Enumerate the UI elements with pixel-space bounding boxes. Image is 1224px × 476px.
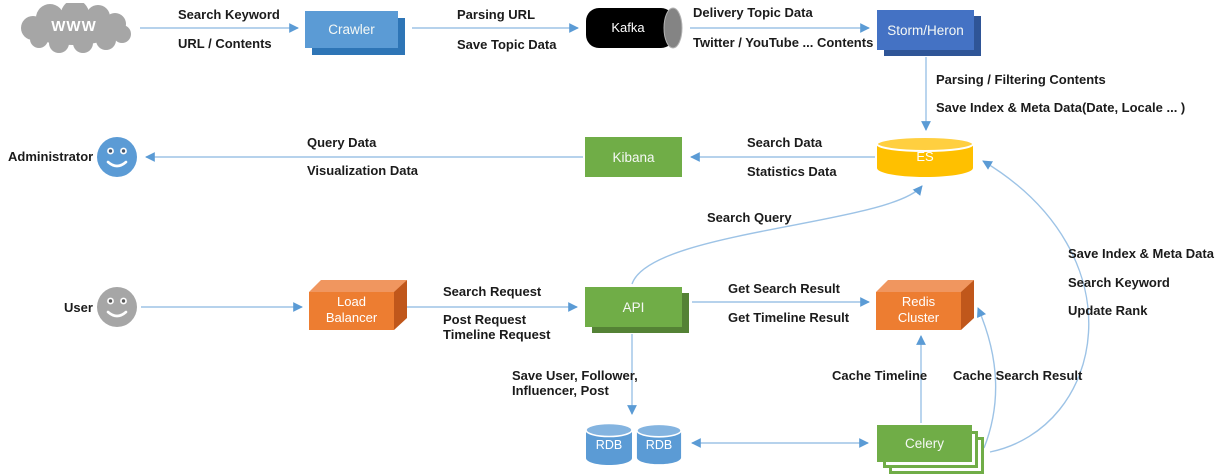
edge-label-search-keyword: Search Keyword bbox=[178, 7, 280, 22]
edge-label-get-timeline-result: Get Timeline Result bbox=[728, 310, 850, 325]
edge-label-search-request: Search Request bbox=[443, 284, 542, 299]
edge-label-cache-timeline: Cache Timeline bbox=[832, 368, 928, 383]
edge-label-cache-search-result: Cache Search Result bbox=[953, 368, 1083, 383]
edge-label-statistics-data: Statistics Data bbox=[747, 164, 837, 179]
celery-node: Celery bbox=[877, 425, 972, 462]
edge-label-save-topic-data: Save Topic Data bbox=[457, 37, 557, 52]
edge-label-parsing-url: Parsing URL bbox=[457, 7, 536, 22]
edge-label-delivery-topic-data: Delivery Topic Data bbox=[693, 5, 813, 20]
edge-label-visualization-data: Visualization Data bbox=[307, 163, 419, 178]
es-cylinder-icon bbox=[876, 136, 974, 177]
edge-label-query-data: Query Data bbox=[307, 135, 377, 150]
edge-label-get-search-result: Get Search Result bbox=[728, 281, 840, 296]
edge-label-search-query: Search Query bbox=[707, 210, 792, 225]
edge-label-twitter-youtube-contents: Twitter / YouTube ... Contents bbox=[693, 35, 874, 50]
edge-label-save-index-meta-data: Save Index & Meta Data bbox=[1068, 246, 1214, 261]
edge-label-parsing-filtering-contents: Parsing / Filtering Contents bbox=[936, 72, 1106, 87]
administrator-label: Administrator bbox=[8, 149, 94, 164]
edge-label-url-contents: URL / Contents bbox=[178, 36, 272, 51]
edge-label-search-data: Search Data bbox=[747, 135, 823, 150]
administrator-smiley-icon bbox=[97, 137, 137, 177]
kibana-node: Kibana bbox=[585, 137, 682, 177]
edge-label-search-keyword-2: Search Keyword bbox=[1068, 275, 1170, 290]
rdb-right-cylinder-icon bbox=[636, 423, 682, 465]
rdb-left-cylinder-icon bbox=[585, 422, 633, 465]
edge-label-post-timeline-request: Post Request Timeline Request bbox=[443, 312, 551, 342]
redis-cluster-cube-icon bbox=[876, 280, 974, 330]
edge-label-save-index-meta-data-date-locale: Save Index & Meta Data(Date, Locale ... … bbox=[936, 100, 1186, 115]
user-smiley-icon bbox=[97, 287, 137, 327]
www-cloud-icon bbox=[21, 3, 131, 53]
user-label: User bbox=[64, 300, 93, 315]
edge-api-es bbox=[631, 185, 923, 285]
api-node: API bbox=[585, 287, 682, 327]
storm-heron-node: Storm/Heron bbox=[877, 10, 974, 50]
load-balancer-cube-icon bbox=[309, 280, 407, 330]
edge-label-save-user-follower-influencer-post: Save User, Follower, Influencer, Post bbox=[512, 368, 638, 398]
edge-label-update-rank: Update Rank bbox=[1068, 303, 1148, 318]
kafka-cylinder-icon bbox=[586, 7, 683, 49]
crawler-node: Crawler bbox=[305, 11, 398, 48]
